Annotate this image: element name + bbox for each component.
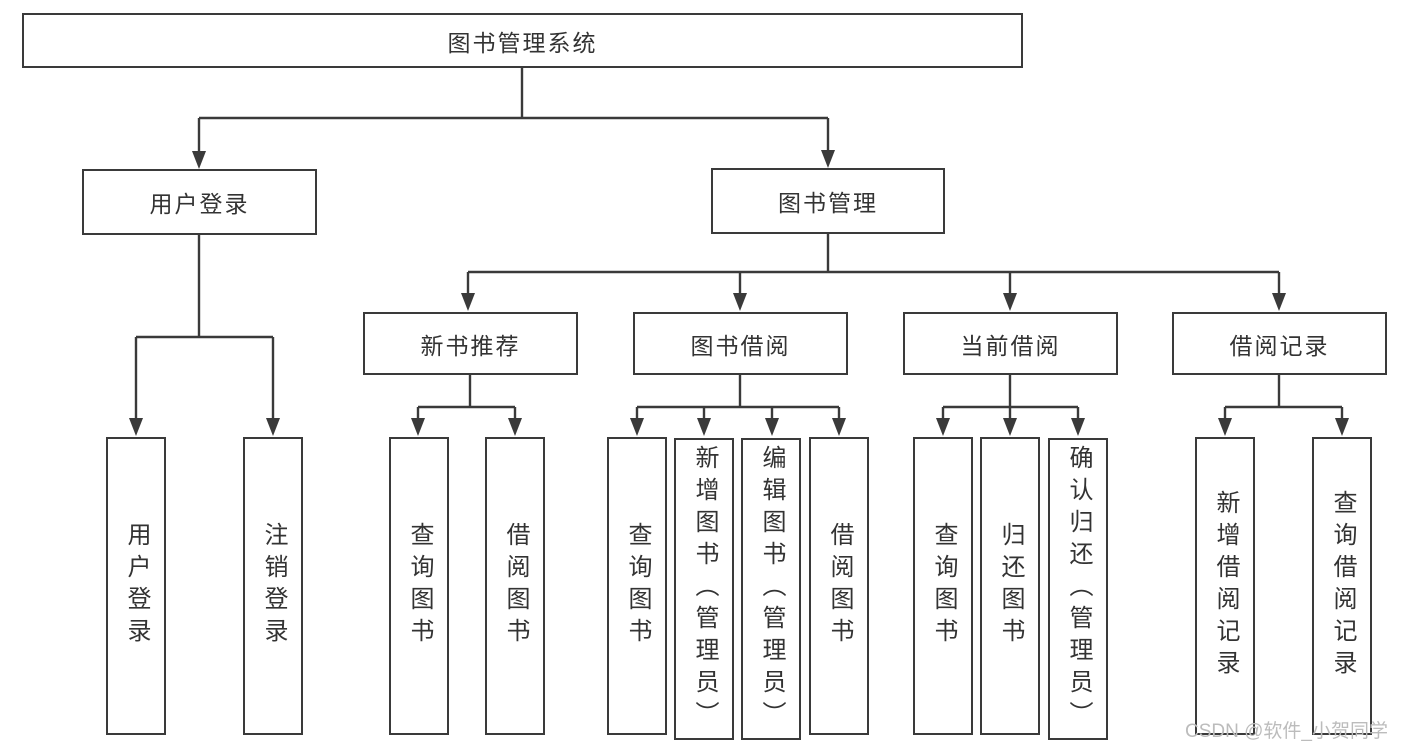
leaf-query-books-borrowing: 查询图书 bbox=[607, 437, 667, 735]
leaf-query-borrow-record: 查询借阅记录 bbox=[1312, 437, 1372, 735]
node-label: 借阅图书 bbox=[502, 522, 529, 650]
node-label: 新书推荐 bbox=[420, 332, 521, 359]
leaf-edit-book-admin: 编辑图书（管理员） bbox=[741, 438, 801, 740]
node-label: 图书管理系统 bbox=[447, 29, 598, 56]
leaf-logout: 注销登录 bbox=[243, 437, 303, 735]
leaf-user-login: 用户登录 bbox=[106, 437, 166, 735]
watermark-text: CSDN @软件_小贺同学 bbox=[1185, 721, 1388, 742]
leaf-return-book: 归还图书 bbox=[980, 437, 1040, 735]
node-label: 归还图书 bbox=[997, 522, 1024, 650]
node-root-library-management-system: 图书管理系统 bbox=[22, 13, 1023, 68]
node-label: 查询借阅记录 bbox=[1329, 490, 1356, 682]
node-new-book-recommend: 新书推荐 bbox=[363, 312, 578, 375]
node-label: 用户登录 bbox=[149, 191, 250, 217]
leaf-borrow-books-borrowing: 借阅图书 bbox=[809, 437, 869, 735]
node-label: 编辑图书（管理员） bbox=[758, 445, 785, 733]
leaf-query-books-current: 查询图书 bbox=[913, 437, 973, 735]
node-book-borrowing: 图书借阅 bbox=[633, 312, 848, 375]
leaf-query-books-recommend: 查询图书 bbox=[389, 437, 449, 735]
node-book-management: 图书管理 bbox=[711, 168, 945, 234]
leaf-add-book-admin: 新增图书（管理员） bbox=[674, 438, 734, 740]
node-label: 注销登录 bbox=[260, 522, 287, 650]
node-label: 新增借阅记录 bbox=[1212, 490, 1239, 682]
leaf-confirm-return-admin: 确认归还（管理员） bbox=[1048, 438, 1108, 740]
node-borrowing-records: 借阅记录 bbox=[1172, 312, 1387, 375]
leaf-borrow-books-recommend: 借阅图书 bbox=[485, 437, 545, 735]
node-current-borrowing: 当前借阅 bbox=[903, 312, 1118, 375]
node-label: 确认归还（管理员） bbox=[1065, 445, 1092, 733]
node-label: 借阅记录 bbox=[1229, 332, 1330, 359]
node-user-login: 用户登录 bbox=[82, 169, 317, 235]
node-label: 新增图书（管理员） bbox=[691, 445, 718, 733]
node-label: 查询图书 bbox=[406, 522, 433, 650]
node-label: 当前借阅 bbox=[960, 332, 1061, 359]
node-label: 查询图书 bbox=[930, 522, 957, 650]
node-label: 图书管理 bbox=[778, 190, 878, 216]
node-label: 查询图书 bbox=[624, 522, 651, 650]
node-label: 用户登录 bbox=[123, 522, 150, 650]
leaf-add-borrow-record: 新增借阅记录 bbox=[1195, 437, 1255, 735]
node-label: 借阅图书 bbox=[826, 522, 853, 650]
node-label: 图书借阅 bbox=[690, 332, 791, 359]
